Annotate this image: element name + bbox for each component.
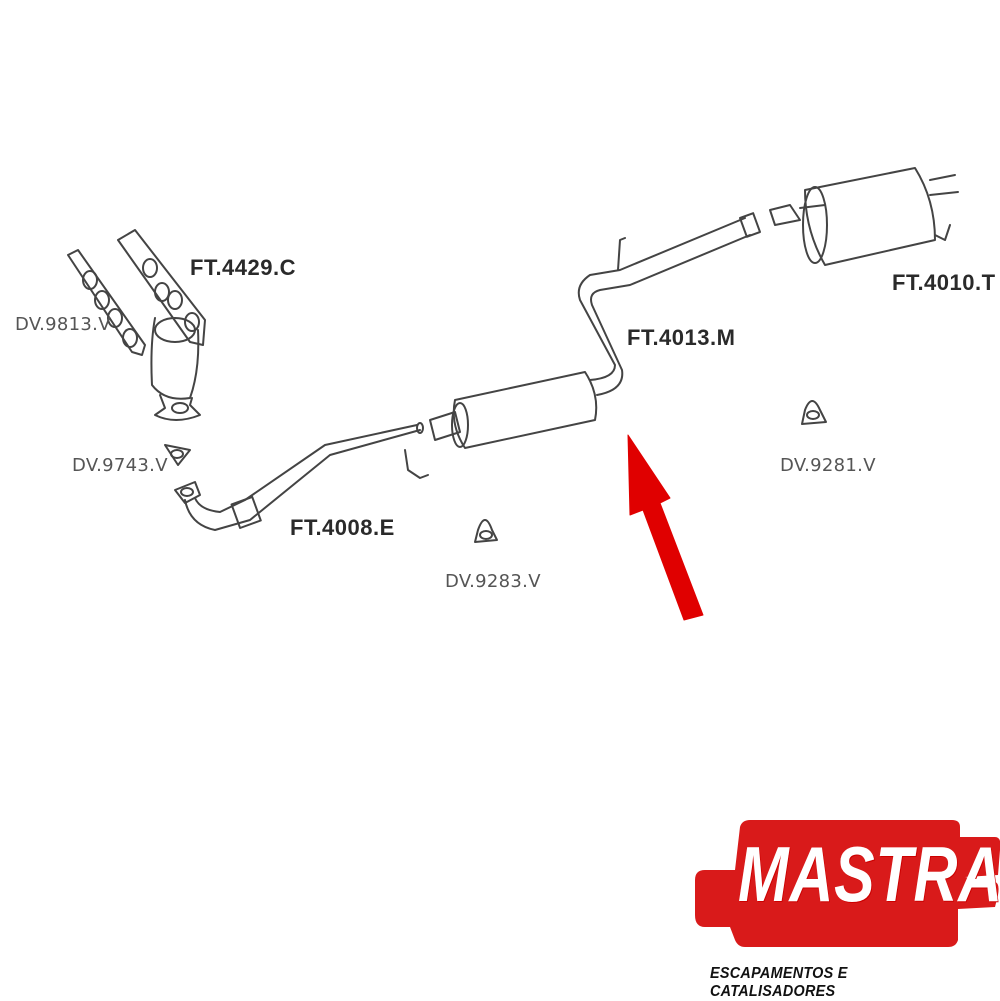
- logo-muffler-shape: [695, 820, 1000, 947]
- front-clamp-drawing: [474, 519, 498, 543]
- highlight-arrow: [627, 434, 704, 621]
- part-label-rear-muffler: FT.4010.T: [892, 270, 996, 295]
- part-label-front-clamp: DV.9283.V: [445, 571, 541, 592]
- rear-muffler-drawing: [769, 167, 959, 266]
- part-label-rear-clamp: DV.9281.V: [780, 455, 876, 476]
- flange-gasket-drawing: [164, 444, 191, 466]
- front-pipe-drawing: [174, 422, 429, 531]
- intermediate-muffler-drawing: [429, 212, 761, 449]
- rear-clamp-drawing: [801, 400, 827, 425]
- part-label-intermediate-muffler: FT.4013.M: [627, 325, 736, 350]
- part-label-manifold-gasket: DV.9813.V: [15, 314, 111, 335]
- part-label-manifold-catalyst: FT.4429.C: [190, 255, 296, 280]
- manifold-gasket-drawing: [67, 249, 146, 356]
- logo-tagline: ESCAPAMENTOS E CATALISADORES: [710, 965, 848, 1000]
- manifold-catalyst-drawing: [117, 229, 206, 421]
- mastra-logo: MASTRA ESCAPAMENTOS E CATALISADORES: [690, 815, 1000, 1000]
- logo-brand: MASTRA: [738, 830, 1000, 918]
- part-label-flange-gasket: DV.9743.V: [72, 455, 168, 476]
- part-label-front-pipe: FT.4008.E: [290, 515, 395, 540]
